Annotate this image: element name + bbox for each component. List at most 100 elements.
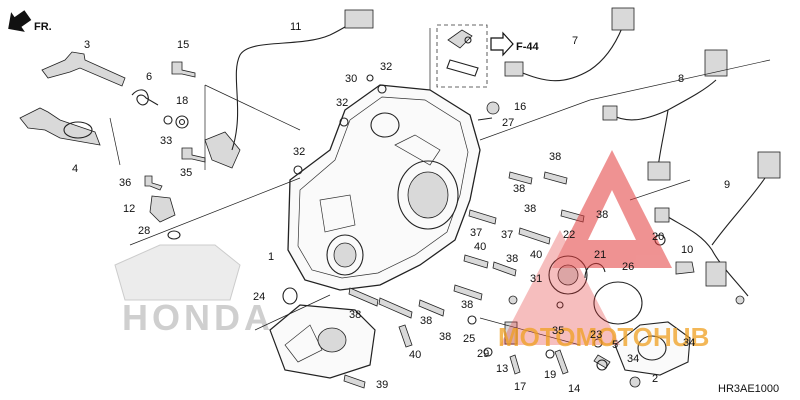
shift-fork-shaft-part	[41, 51, 126, 87]
o-ring-26-part	[593, 281, 643, 325]
callout-38h: 38	[420, 315, 432, 327]
connector-8-lower	[647, 161, 671, 181]
speed-sensor-part	[149, 195, 176, 223]
sensor-10-part	[675, 261, 695, 275]
callout-10: 10	[681, 244, 693, 256]
seal-5-part	[596, 359, 608, 371]
callout-38b: 38	[513, 183, 525, 195]
frame-lines	[109, 28, 771, 346]
callout-23: 23	[590, 329, 602, 341]
callout-16: 16	[514, 101, 526, 113]
crankcase-rib	[319, 194, 356, 233]
callout-14: 14	[568, 383, 580, 395]
shift-drum-cam	[63, 121, 93, 139]
reference-dashed-box	[436, 24, 488, 88]
nut-34-part	[629, 376, 641, 388]
callout-26: 26	[622, 261, 634, 273]
pin-35b-part	[556, 301, 564, 309]
lower-case-rib	[284, 324, 323, 363]
callout-32a: 32	[380, 61, 392, 73]
crankcase-inner-edge	[297, 96, 469, 279]
diagram-code: HR3AE1000	[718, 383, 779, 395]
callout-40b: 40	[530, 249, 542, 261]
front-direction-arrow: FR.	[8, 10, 52, 33]
connector-7-upper	[611, 7, 635, 31]
callout-40c: 40	[409, 349, 421, 361]
callout-35a: 35	[180, 167, 192, 179]
callout-39: 39	[376, 379, 388, 391]
callout-18: 18	[176, 95, 188, 107]
cover-2-part	[614, 321, 691, 376]
bolt-15-part	[171, 61, 196, 78]
harness-8	[611, 79, 717, 121]
bolt-36-part	[144, 175, 163, 191]
callout-40a: 40	[474, 241, 486, 253]
callout-1: 1	[268, 251, 274, 263]
callout-13: 13	[496, 363, 508, 375]
callout-5: 5	[612, 339, 618, 351]
callout-8: 8	[678, 73, 684, 85]
sensor-connector-11	[344, 9, 374, 29]
callout-38d: 38	[596, 209, 608, 221]
connector-9-upper	[757, 151, 781, 179]
washer-19-part	[545, 349, 555, 359]
reference-plate-part	[446, 59, 479, 77]
callout-32b: 32	[336, 97, 348, 109]
callout-7: 7	[572, 35, 578, 47]
harness-7	[514, 27, 623, 82]
callout-15: 15	[177, 39, 189, 51]
crankcase-outline	[287, 84, 481, 291]
gear-position-sensor-part	[204, 131, 241, 169]
connector-8-upper	[704, 49, 728, 77]
callout-34b: 34	[683, 337, 695, 349]
callout-12: 12	[123, 203, 135, 215]
bolt-35-part	[181, 147, 206, 163]
crankcase-lower-bore	[326, 234, 364, 276]
return-spring-part	[131, 89, 159, 106]
plug-16-part	[486, 101, 500, 115]
harness-9	[664, 214, 749, 297]
front-label: FR.	[34, 21, 52, 33]
callout-27: 27	[502, 117, 514, 129]
lower-case-section	[269, 304, 376, 379]
seal-24-part	[282, 287, 298, 305]
shift-drum-part	[19, 107, 101, 146]
o-ring-28-part	[167, 230, 181, 240]
connector-9-left	[654, 207, 670, 223]
connector-9-mid	[705, 261, 727, 287]
callout-33: 33	[160, 135, 172, 147]
spring-27-part	[477, 117, 493, 121]
connector-7-lower	[504, 61, 524, 77]
callout-38c: 38	[524, 203, 536, 215]
callout-4: 4	[72, 163, 78, 175]
callout-37a: 37	[470, 227, 482, 239]
callout-22: 22	[563, 229, 575, 241]
callout-36: 36	[119, 177, 131, 189]
callout-29: 29	[477, 348, 489, 360]
clip-31-part	[508, 295, 518, 305]
washer-18-part	[175, 115, 189, 129]
shift-fork-shaft	[41, 51, 126, 87]
connector-8-left	[602, 105, 618, 121]
callout-38a: 38	[549, 151, 561, 163]
callout-20: 20	[652, 231, 664, 243]
nut-34b-part	[735, 295, 745, 305]
front-arrow-icon	[8, 10, 32, 32]
washer-23-part	[593, 338, 603, 348]
return-spring	[131, 89, 159, 106]
reference-bracket-part	[447, 29, 473, 49]
callout-30: 30	[345, 73, 357, 85]
dowel-25-part	[467, 315, 477, 325]
callout-34a: 34	[627, 353, 639, 365]
reference-arrow-icon	[490, 31, 514, 57]
callout-21: 21	[594, 249, 606, 261]
callout-11: 11	[290, 21, 301, 33]
callout-35b: 35	[552, 325, 564, 337]
crankcase-upper-boss	[370, 112, 400, 138]
crankcase-bearing-bore	[397, 160, 459, 230]
washer-33-part	[163, 115, 173, 125]
callout-38i: 38	[439, 331, 451, 343]
callout-2: 2	[652, 373, 658, 385]
